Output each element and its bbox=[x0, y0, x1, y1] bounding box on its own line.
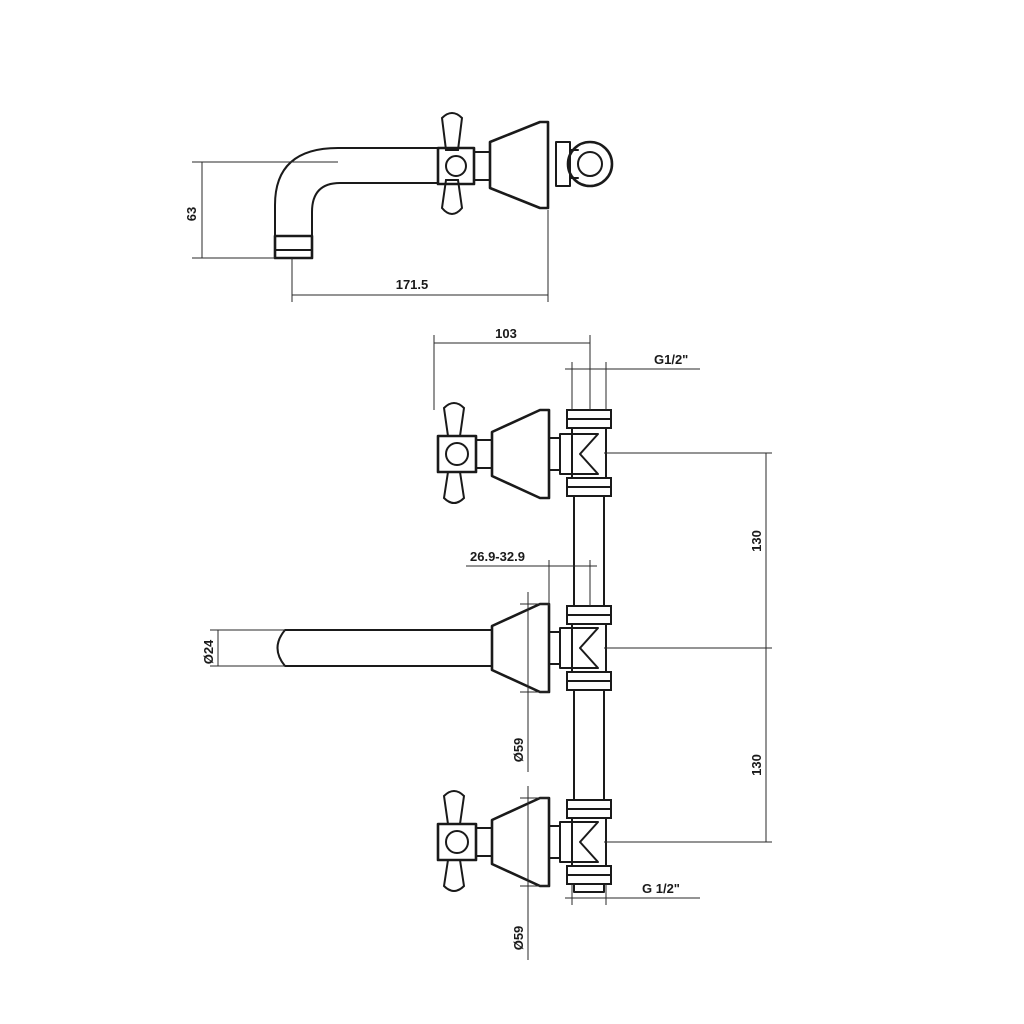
dim-escutcheon-mid: Ø59 bbox=[511, 738, 526, 763]
side-handle-hub bbox=[436, 146, 476, 186]
side-handle-top-arm bbox=[440, 112, 464, 151]
valve-top bbox=[436, 402, 561, 504]
side-spout-aerator bbox=[273, 234, 314, 260]
dim-wall-range: 26.9-32.9 bbox=[470, 549, 525, 564]
side-wall-inlet bbox=[555, 141, 571, 187]
dim-spacing-upper: 130 bbox=[749, 530, 764, 552]
side-view: 63 171.5 bbox=[184, 112, 614, 302]
side-escutcheon bbox=[488, 120, 550, 210]
dim-thread-bottom: G 1/2" bbox=[642, 881, 680, 896]
side-stem bbox=[473, 151, 491, 181]
dim-thread-top: G1/2" bbox=[654, 352, 688, 367]
tee-fitting-bottom bbox=[559, 799, 612, 885]
side-inlet-ring-outer bbox=[566, 140, 614, 188]
valve-bottom bbox=[436, 790, 561, 892]
dim-spacing-lower: 130 bbox=[749, 754, 764, 776]
tee-fitting-middle bbox=[559, 605, 612, 691]
side-handle-cap bbox=[445, 155, 467, 177]
front-view: 103 G1/2" 130 26.9-32.9 Ø24 130 Ø59 bbox=[201, 326, 772, 960]
side-handle-bottom-arm bbox=[440, 179, 464, 215]
side-inlet-ring-inner bbox=[577, 151, 603, 177]
tee-fitting-top bbox=[559, 409, 612, 497]
side-spout bbox=[274, 147, 439, 251]
dim-spout-diameter: Ø24 bbox=[201, 639, 216, 664]
dim-handle-offset: 103 bbox=[495, 326, 517, 341]
spout-front bbox=[276, 602, 561, 694]
dim-side-height: 63 bbox=[184, 207, 199, 221]
dim-side-length: 171.5 bbox=[396, 277, 429, 292]
dim-escutcheon-bottom: Ø59 bbox=[511, 926, 526, 951]
